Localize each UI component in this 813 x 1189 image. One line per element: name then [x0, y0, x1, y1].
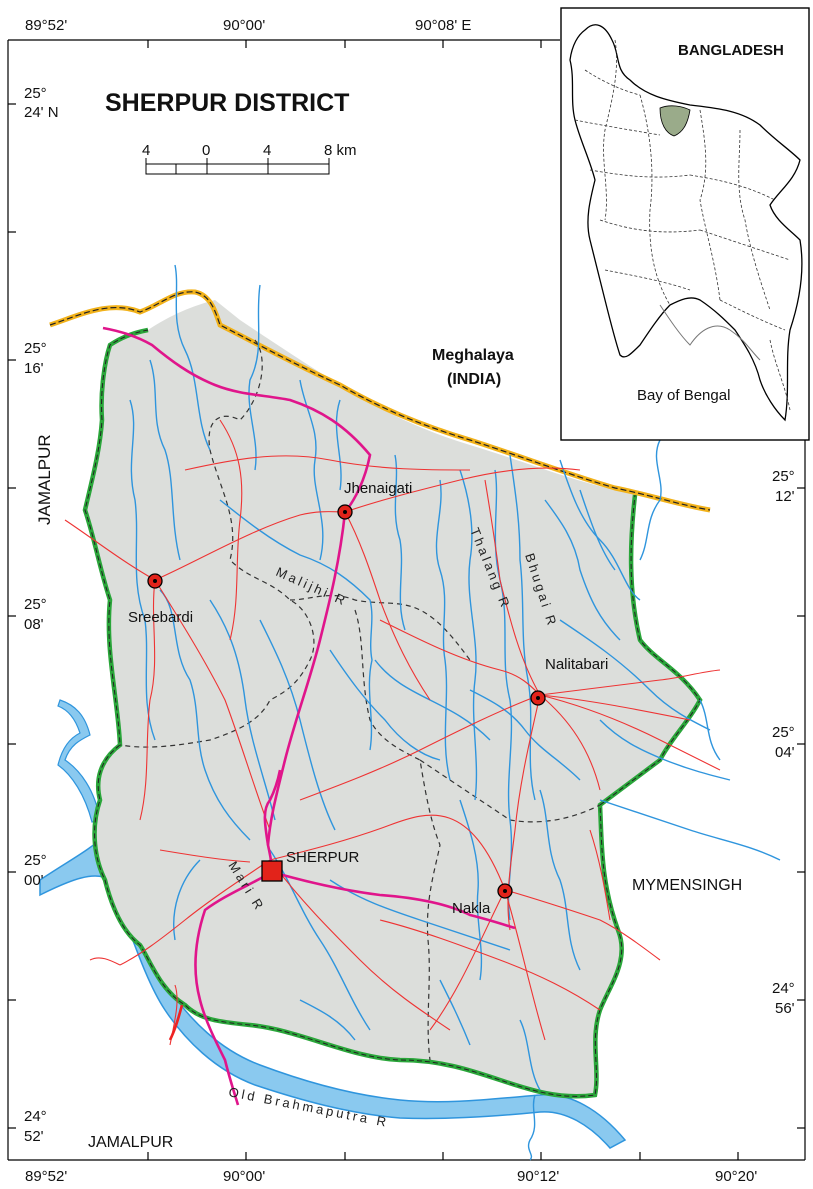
place-sherpur: SHERPUR [261, 849, 360, 882]
place-jhenaigati: Jhenaigati [337, 480, 412, 520]
coord-left-5-min: 52' [24, 1128, 44, 1145]
scale-tick-2: 0 [202, 142, 210, 159]
label-jhenaigati: Jhenaigati [344, 480, 412, 497]
coord-left-3-deg: 25° [24, 596, 47, 613]
coord-left-2-deg: 25° [24, 340, 47, 357]
scale-bar: 4 0 4 8 km [142, 142, 357, 175]
inset-title: BANGLADESH [678, 42, 784, 59]
place-sreebardi: Sreebardi [128, 573, 193, 626]
label-jamalpur-west: JAMALPUR [35, 434, 54, 525]
inset-sherpur-highlight [659, 105, 691, 137]
coord-left-1-deg: 25° [24, 85, 47, 102]
coord-right-3-min: 56' [775, 1000, 795, 1017]
coord-top-3: 90°08' E [415, 17, 471, 34]
map-title: SHERPUR DISTRICT [105, 89, 349, 117]
place-nakla: Nakla [452, 883, 513, 917]
coord-top-2: 90°00' [223, 17, 265, 34]
label-nakla: Nakla [452, 900, 491, 917]
coord-right-1-deg: 25° [772, 468, 795, 485]
coord-right-1-min: 12' [775, 488, 795, 505]
inset-district-lines [574, 39, 791, 411]
label-sreebardi: Sreebardi [128, 609, 193, 626]
sherpur-district-area [85, 300, 700, 1097]
scale-tick-4: 8 km [324, 142, 357, 159]
coord-bottom-2: 90°00' [223, 1168, 265, 1185]
coord-right-2-min: 04' [775, 744, 795, 761]
southwest-road [168, 1004, 184, 1041]
coord-right: 25° 12' 25° 04' 24° 56' [772, 468, 795, 1017]
international-border-dash [49, 291, 711, 511]
label-sherpur: SHERPUR [286, 849, 360, 866]
coord-left-5-deg: 24° [24, 1108, 47, 1125]
coord-top-1: 89°52' [25, 17, 67, 34]
map-frame [7, 39, 806, 1161]
coord-left-4-deg: 25° [24, 852, 47, 869]
coord-left-4-min: 00' [24, 872, 44, 889]
label-jamalpur-south: JAMALPUR [88, 1134, 173, 1151]
inset-bay-of-bengal: Bay of Bengal [637, 387, 730, 404]
label-meghalaya: Meghalaya [432, 347, 514, 364]
coord-left-1-min: 24' N [24, 104, 59, 121]
coord-left-2-min: 16' [24, 360, 44, 377]
scale-tick-3: 4 [263, 142, 271, 159]
label-mymensingh: MYMENSINGH [632, 877, 742, 894]
coord-right-3-deg: 24° [772, 980, 795, 997]
coord-left: 25° 24' N 25° 16' 25° 08' 25° 00' 24° 52… [24, 85, 59, 1145]
river-channel-west [57, 699, 101, 823]
coord-bottom-1: 89°52' [25, 1168, 67, 1185]
coord-left-3-min: 08' [24, 616, 44, 633]
label-india: (INDIA) [447, 371, 501, 388]
coord-bottom-3: 90°12' [517, 1168, 559, 1185]
inset-delta-coast [659, 304, 761, 361]
minor-roads [64, 419, 721, 1046]
coord-right-2-deg: 25° [772, 724, 795, 741]
inset-bangladesh-outline [569, 24, 803, 422]
inset-map: BANGLADESH Bay of Bengal [560, 7, 810, 441]
label-nalitabari: Nalitabari [545, 656, 608, 673]
scale-tick-1: 4 [142, 142, 150, 159]
district-border-dash [84, 329, 701, 1097]
coord-bottom-4: 90°20' [715, 1168, 757, 1185]
place-nalitabari: Nalitabari [530, 656, 608, 706]
